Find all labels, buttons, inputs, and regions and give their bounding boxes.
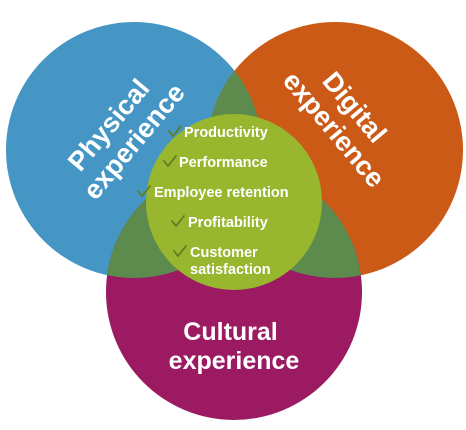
outcome-customer-line-1: Customer (190, 245, 258, 261)
check-icon (168, 125, 182, 137)
check-icon (137, 185, 151, 197)
outcome-productivity: Productivity (184, 125, 268, 141)
outcome-performance: Performance (179, 155, 268, 171)
outcome-customer-line-2: satisfaction (190, 262, 271, 278)
outcomes-list: Productivity Performance Employee retent… (137, 125, 289, 278)
center-outcomes-circle (146, 114, 322, 290)
check-icon (163, 155, 177, 167)
check-icon (171, 215, 185, 227)
outcome-item: Performance (163, 155, 268, 171)
outcome-profitability: Profitability (188, 215, 268, 231)
cultural-experience-label: Cultural experience (169, 318, 300, 375)
outcome-item: Customer satisfaction (173, 245, 271, 278)
outcome-employee-retention: Employee retention (154, 185, 289, 201)
outcome-item: Profitability (171, 215, 268, 231)
cultural-experience-line-2: experience (169, 347, 300, 375)
outcome-item: Productivity (168, 125, 268, 141)
cultural-experience-line-1: Cultural (183, 318, 277, 346)
check-icon (173, 245, 187, 257)
outcome-item: Employee retention (137, 185, 289, 201)
